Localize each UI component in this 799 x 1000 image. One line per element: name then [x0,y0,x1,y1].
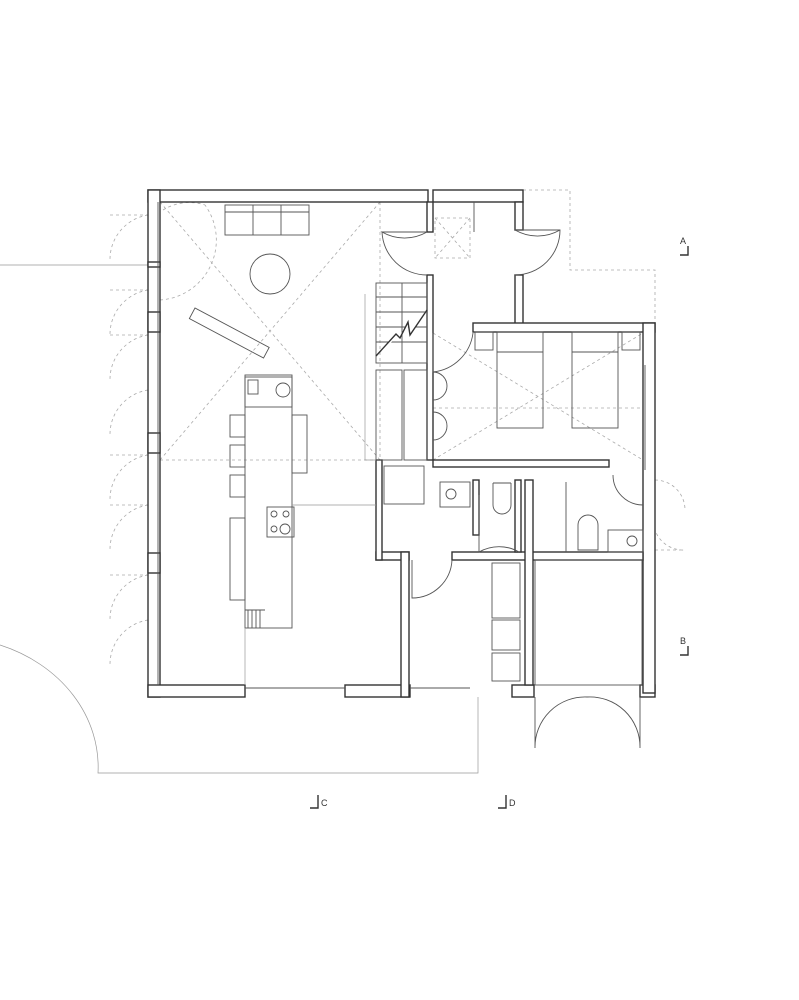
overhead-dashed-lines [109,189,686,666]
svg-text:D: D [509,798,516,808]
doors [380,229,644,749]
bed [496,331,544,429]
svg-text:A: A [680,236,686,246]
svg-text:C: C [321,798,328,808]
svg-text:B: B [680,636,686,646]
site-lines [0,264,479,774]
section-marker-d: D [498,795,516,809]
section-marker-c: C [310,795,328,809]
windows [157,202,646,689]
bed [571,331,619,429]
round-table [249,253,291,295]
section-marker-a: A [680,236,689,256]
sofa [224,204,310,236]
stairs [375,282,428,364]
kitchen-island [244,374,293,629]
section-marker-b: B [680,636,689,656]
bench [188,307,270,359]
walls [147,189,656,698]
cooktop [266,506,295,538]
furniture [188,204,644,686]
